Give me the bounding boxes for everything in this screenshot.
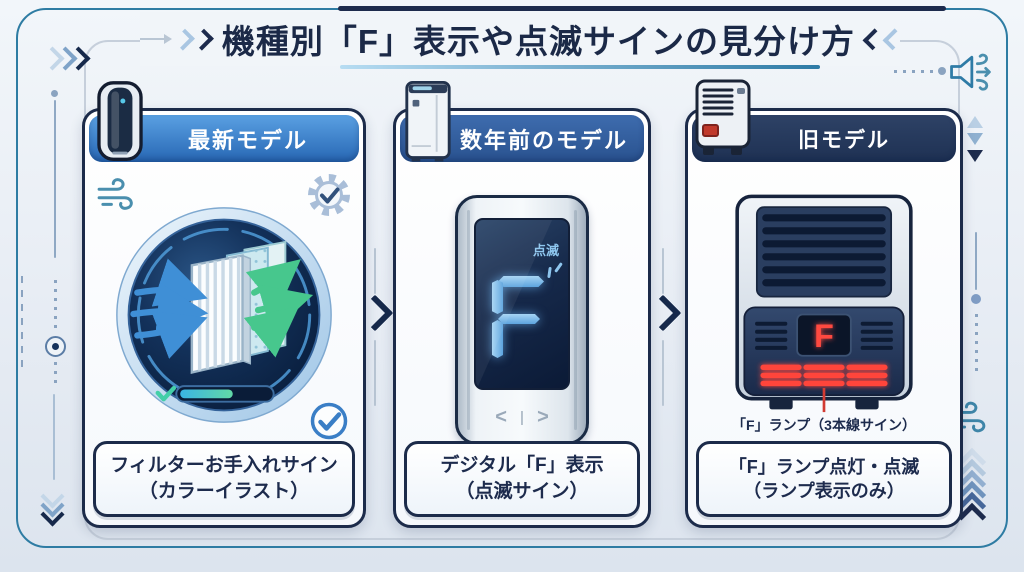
caption-line: 「F」ランプ点灯・点滅 (728, 456, 920, 477)
rail-dot (51, 90, 58, 97)
panel-header-label: 旧モデル (798, 128, 890, 152)
rail-dot (971, 294, 981, 304)
top-accent-line (338, 6, 946, 11)
caption-old: 「F」ランプ点灯・点滅 （ランプ表示のみ） (696, 441, 952, 517)
rail-dashed-line (21, 276, 23, 370)
caption-latest: フィルターお手入れサイン （カラーイラスト） (93, 441, 355, 517)
chevron-right-icon (172, 28, 195, 50)
nav-right-icon: > (537, 406, 549, 428)
panel-header-label: 最新モデル (187, 127, 308, 153)
target-dot-icon (45, 336, 66, 357)
check-circle-icon (310, 402, 348, 440)
blink-tick-icon (554, 262, 563, 273)
remote-nav-buttons: < | > (458, 406, 586, 429)
caption-line: （ランプ表示のみ） (743, 481, 905, 501)
chevron-right-icon (192, 28, 214, 50)
panel-latest-model: 最新モデル (82, 81, 366, 528)
blink-tick-icon (547, 266, 552, 279)
air-purifier-box-icon (405, 81, 451, 162)
heater-front-illustration: F (735, 194, 913, 413)
heater-icon (695, 79, 751, 155)
panel-old-model: 旧モデル (685, 79, 963, 528)
triple-chevron-right-icon (40, 46, 91, 71)
caption-line: デジタル「F」表示 (440, 455, 604, 477)
seven-segment-f (492, 276, 546, 362)
page-title: 機種別「F」表示や点滅サインの見分け方 (221, 23, 856, 60)
wind-icon (97, 178, 133, 210)
blink-label: 点滅 (532, 243, 559, 258)
three-line-lamps (760, 364, 888, 387)
rail-dotted-line (975, 314, 978, 376)
rail-line (54, 100, 56, 258)
nav-center-icon: | (519, 409, 525, 426)
rail-dot (938, 67, 946, 75)
speaker-wind-icon (950, 53, 991, 91)
caption-line: （点滅サイン） (455, 481, 589, 502)
chevron-left-icon (862, 28, 885, 50)
title-bar: 機種別「F」表示や点滅サインの見分け方 (140, 12, 905, 66)
digital-screen: 点滅 (474, 218, 570, 390)
remote-control-display: 点滅 < | > (455, 195, 589, 445)
lamp-note-label: 「F」ランプ（3本線サイン） (732, 417, 916, 433)
separator-line (662, 340, 664, 406)
panel-header-label: 数年前のモデル (459, 127, 628, 153)
triple-chevron-down-icon (40, 484, 65, 527)
rail-dotted-line (54, 362, 57, 388)
rail-dotted-line (54, 280, 57, 330)
panel-recent-model: 数年前のモデル 点滅 < | > デ (393, 81, 651, 528)
remote-groove (467, 210, 470, 430)
gear-check-icon (308, 174, 350, 216)
lamp-letter-f: F (814, 318, 834, 354)
separator-line (374, 340, 376, 406)
separator-line (374, 248, 376, 294)
caption-line: （カラーイラスト） (138, 481, 310, 502)
title-underline (340, 65, 820, 69)
rail-line (975, 232, 977, 290)
triangle-stack-icon (967, 116, 983, 162)
arrow-line-icon (140, 34, 172, 44)
separator-line (662, 248, 664, 294)
caption-recent: デジタル「F」表示 （点滅サイン） (404, 441, 640, 517)
nav-left-icon: < (495, 406, 507, 428)
rail-line (53, 394, 55, 480)
remote-groove (574, 210, 577, 430)
air-purifier-tower-icon (97, 81, 143, 161)
rail-dotted-line (894, 70, 936, 73)
chevron-up-stack-icon (957, 447, 987, 532)
caption-line: フィルターお手入れサイン (110, 455, 338, 477)
filter-clean-illustration (116, 207, 332, 423)
